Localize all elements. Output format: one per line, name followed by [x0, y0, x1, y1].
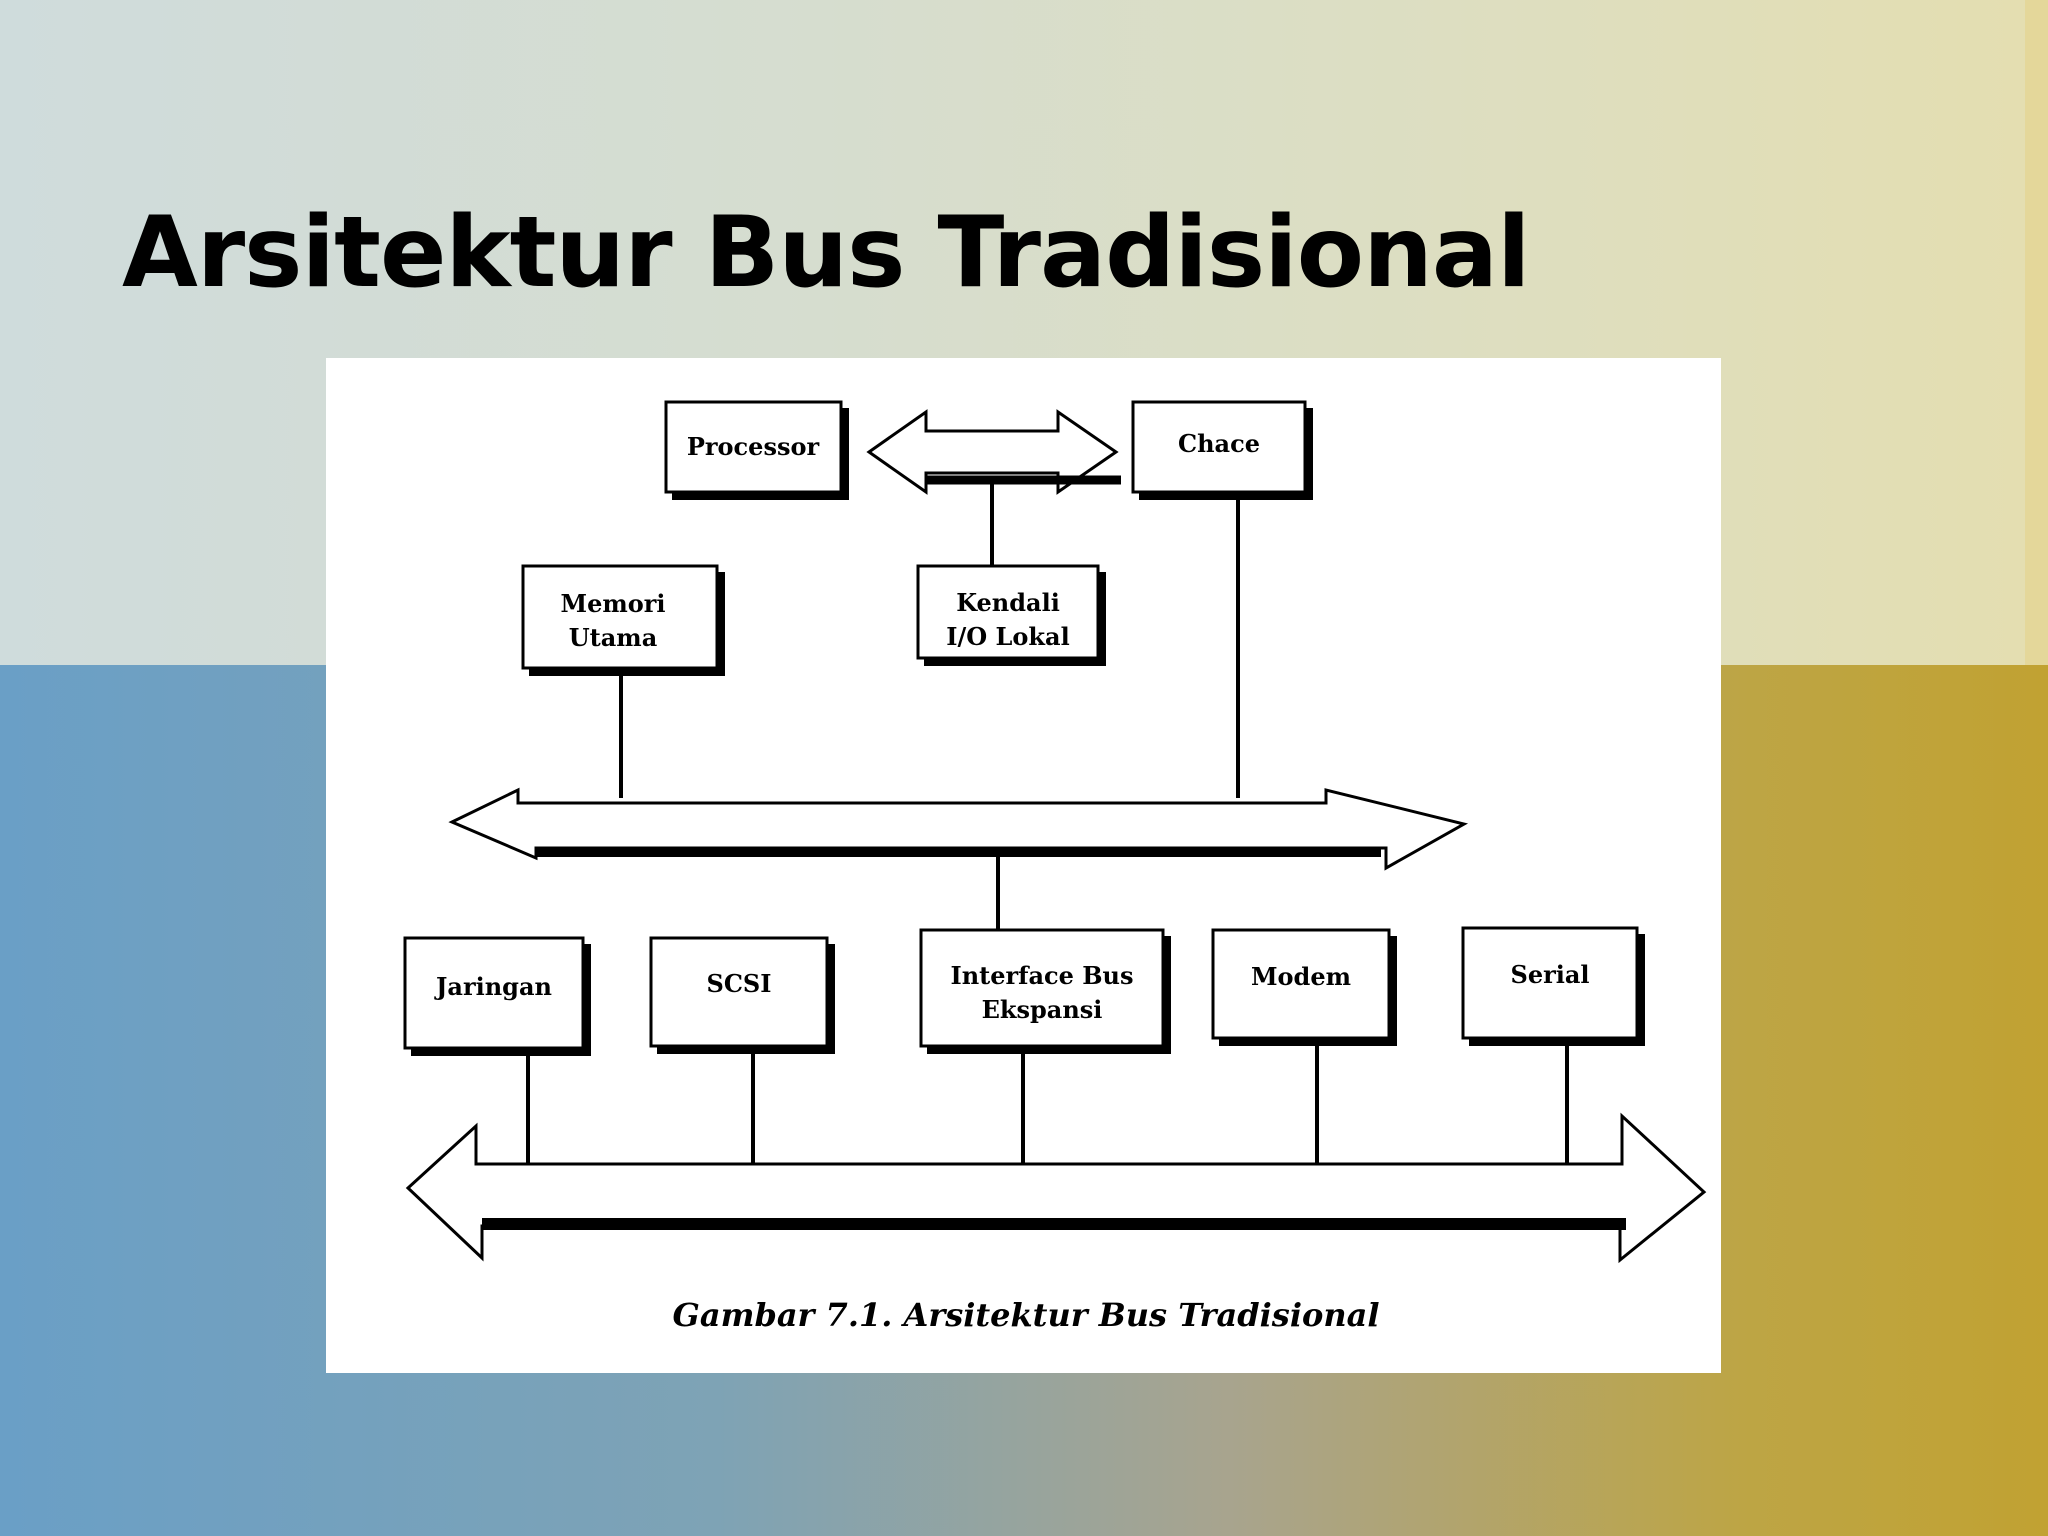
- expansion-bus-arrow: [405, 1112, 1707, 1264]
- scsi-node: SCSI: [649, 936, 835, 1054]
- diagram-figure: Processor Chace Kendali I/O Lokal Memori…: [326, 358, 1721, 1373]
- network-node: Jaringan: [403, 936, 591, 1056]
- bus-architecture-diagram: Processor Chace Kendali I/O Lokal Memori…: [403, 400, 1707, 1334]
- main-memory-label-2: Utama: [569, 623, 658, 652]
- expansion-interface-node: Interface Bus Ekspansi: [919, 928, 1171, 1054]
- processor-node: Processor: [664, 400, 849, 500]
- local-io-label-1: Kendali: [956, 588, 1060, 617]
- serial-node: Serial: [1461, 926, 1645, 1046]
- scsi-label: SCSI: [707, 969, 772, 998]
- cache-node: Chace: [1131, 400, 1313, 500]
- slide-edge-strip: [2025, 0, 2048, 665]
- local-io-node: Kendali I/O Lokal: [916, 564, 1106, 666]
- cache-label: Chace: [1178, 429, 1260, 458]
- main-memory-label-1: Memori: [561, 589, 666, 618]
- serial-label: Serial: [1510, 960, 1589, 989]
- network-label: Jaringan: [434, 972, 552, 1001]
- figure-caption: Gambar 7.1. Arsitektur Bus Tradisional: [673, 1296, 1380, 1334]
- modem-node: Modem: [1211, 928, 1397, 1046]
- main-memory-node: Memori Utama: [521, 564, 725, 676]
- expansion-label-1: Interface Bus: [950, 961, 1133, 990]
- modem-label: Modem: [1251, 962, 1351, 991]
- slide-title: Arsitektur Bus Tradisional: [122, 196, 1531, 310]
- local-io-label-2: I/O Lokal: [946, 622, 1069, 651]
- expansion-label-2: Ekspansi: [982, 995, 1103, 1024]
- processor-label: Processor: [687, 432, 820, 461]
